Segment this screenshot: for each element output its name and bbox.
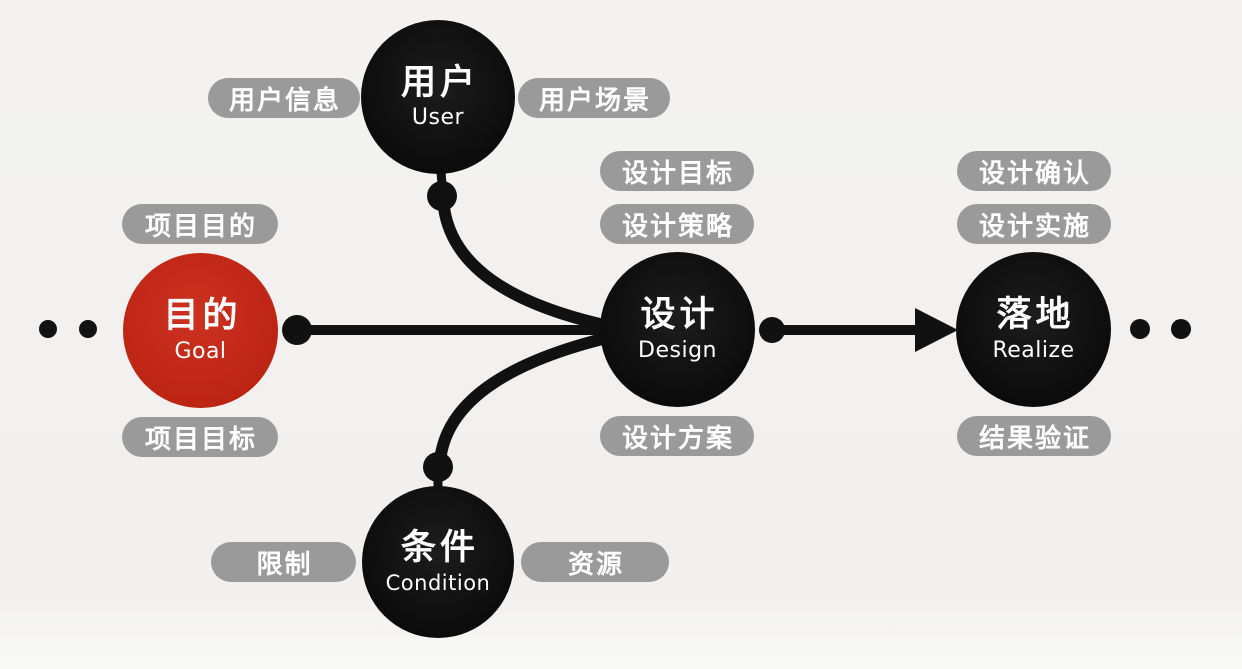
junction-dot-goal bbox=[282, 315, 312, 345]
dot bbox=[1171, 319, 1191, 339]
continuation-dots-left bbox=[39, 320, 97, 338]
pill-result-verify: 结果验证 bbox=[957, 416, 1111, 456]
junction-dot-condition bbox=[423, 452, 453, 482]
node-user-label-zh: 用户 bbox=[400, 62, 479, 103]
arrowhead-design-to-realize-icon bbox=[915, 308, 958, 352]
pill-resource: 资源 bbox=[521, 542, 669, 582]
node-realize-label-en: Realize bbox=[992, 337, 1075, 363]
node-condition-label-en: Condition bbox=[385, 570, 491, 595]
node-user: 用户 User bbox=[361, 20, 515, 174]
connector-condition-to-design-curve bbox=[435, 327, 634, 460]
continuation-dots-right bbox=[1130, 319, 1191, 339]
node-condition: 条件 Condition bbox=[362, 486, 514, 638]
pill-project-goal: 项目目标 bbox=[122, 417, 278, 457]
node-realize-label-zh: 落地 bbox=[996, 295, 1075, 336]
junction-dot-user bbox=[427, 181, 457, 211]
pill-user-info: 用户信息 bbox=[208, 78, 360, 118]
node-goal-label-zh: 目的 bbox=[163, 296, 242, 337]
pill-design-strategy: 设计策略 bbox=[600, 204, 754, 244]
pill-design-confirm: 设计确认 bbox=[957, 151, 1111, 191]
pill-user-scenario: 用户场景 bbox=[518, 78, 670, 118]
pill-design-implement: 设计实施 bbox=[957, 204, 1111, 244]
node-realize: 落地 Realize bbox=[956, 252, 1111, 407]
connector-user-to-design-curve bbox=[438, 202, 634, 336]
node-goal: 目的 Goal bbox=[123, 253, 278, 408]
pill-design-goal: 设计目标 bbox=[600, 151, 754, 191]
dot bbox=[79, 320, 97, 338]
dot bbox=[1130, 319, 1150, 339]
node-design-label-en: Design bbox=[638, 337, 717, 363]
node-user-label-en: User bbox=[411, 105, 465, 131]
node-goal-label-en: Goal bbox=[174, 338, 227, 364]
dot bbox=[39, 320, 57, 338]
pill-design-plan: 设计方案 bbox=[600, 416, 754, 456]
node-design-label-zh: 设计 bbox=[640, 295, 719, 336]
node-design: 设计 Design bbox=[600, 252, 755, 407]
node-condition-label-zh: 条件 bbox=[400, 528, 479, 569]
pill-constraint: 限制 bbox=[211, 542, 356, 582]
pill-project-purpose: 项目目的 bbox=[122, 204, 278, 244]
